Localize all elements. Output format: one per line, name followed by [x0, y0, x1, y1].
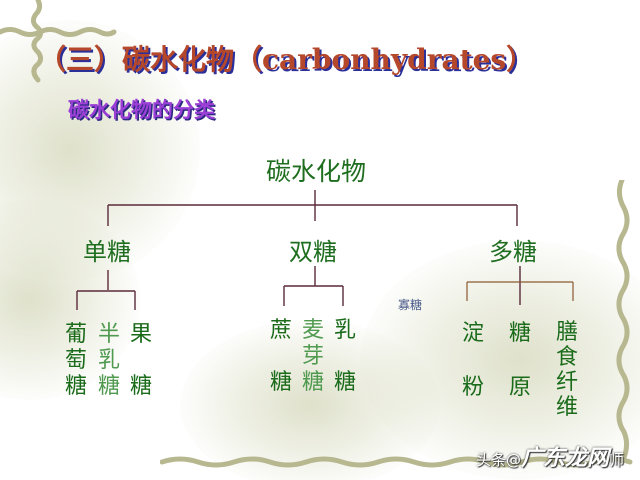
watermark: 头条@广东龙网师 [476, 446, 625, 471]
leaf-dietary-fiber: 膳 食 纤 维 [555, 320, 578, 420]
category-disaccharide: 双糖 [289, 238, 337, 266]
leaf-starch: 淀 粉 [461, 321, 484, 400]
tree-root-node: 碳水化物 [266, 157, 367, 186]
leaf-sucrose: 蔗 糖 [269, 318, 292, 395]
background-texture [180, 320, 440, 480]
leaf-maltose: 麦 芽 糖 [301, 318, 324, 395]
vine-decoration-top-left [0, 0, 117, 83]
leaf-galactose: 半 乳 糖 [97, 322, 120, 399]
vine-decoration-bottom [160, 456, 633, 468]
slide-subtitle: 碳水化物的分类 [68, 98, 215, 122]
vine-decoration-right [616, 180, 630, 465]
category-monosaccharide: 单糖 [83, 238, 131, 266]
category-polysaccharide: 多糖 [489, 238, 537, 266]
leaf-glycogen: 糖 原 [508, 321, 531, 400]
oligosaccharide-label: 寡糖 [398, 298, 423, 312]
slide-title: （三）碳水化物（carbonhydrates） [38, 43, 535, 76]
leaf-lactose: 乳 糖 [333, 318, 356, 395]
leaf-fructose: 果 糖 [129, 322, 152, 399]
leaf-glucose: 葡 萄 糖 [64, 322, 87, 399]
